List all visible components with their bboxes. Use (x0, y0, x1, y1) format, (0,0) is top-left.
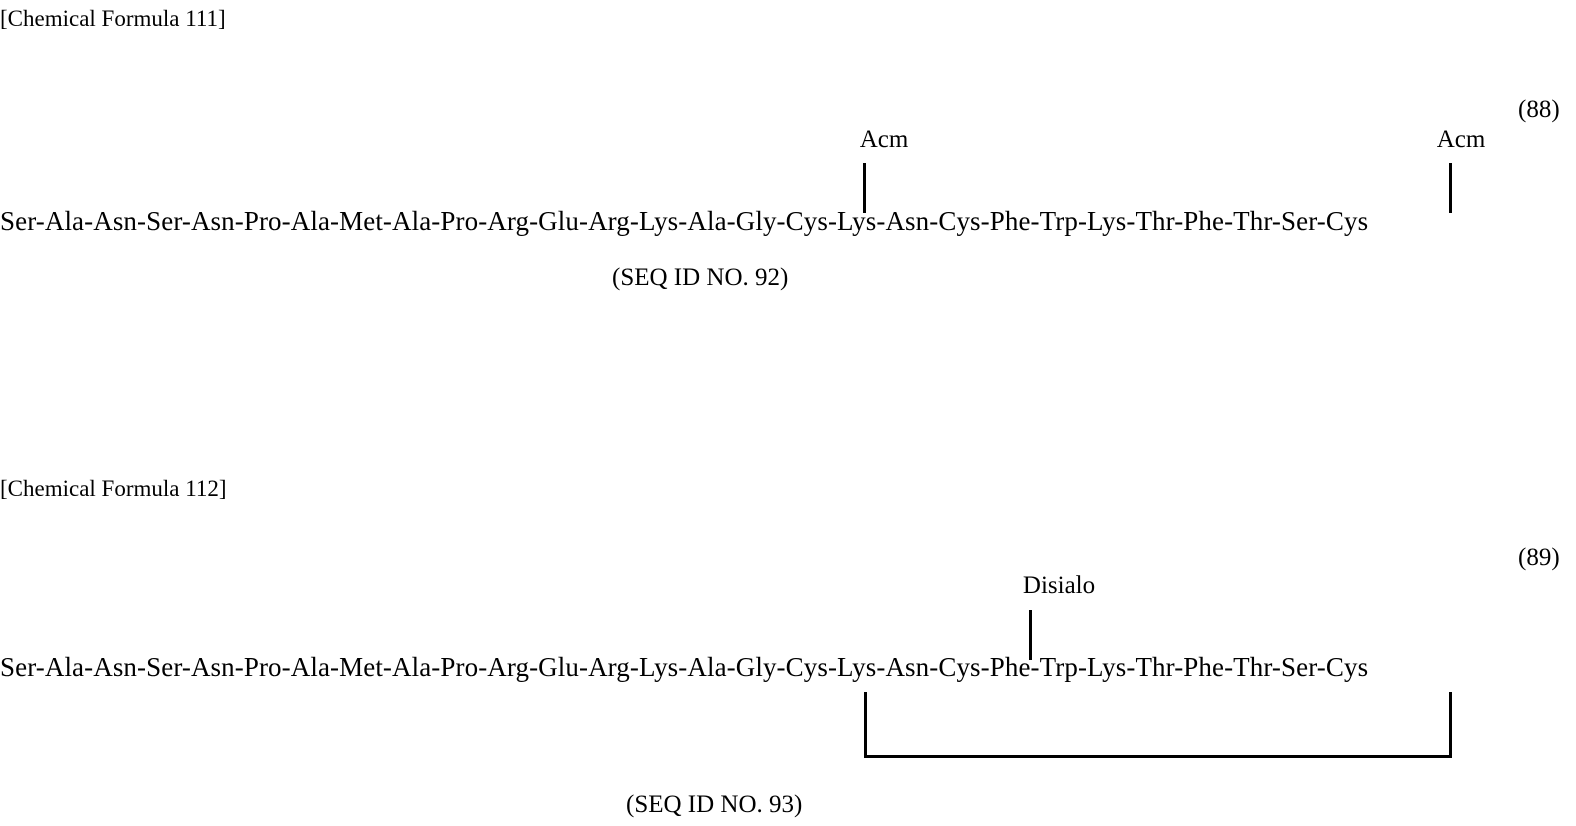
acm-label-cys17: Acm (859, 126, 909, 153)
chemical-formula-112-header: [Chemical Formula 112] (0, 476, 227, 501)
disulfide-bridge-cys17-cys28 (864, 692, 1452, 758)
seq-id-caption-93: (SEQ ID NO. 93) (626, 791, 803, 818)
peptide-sequence-92: Ser-Ala-Asn-Ser-Asn-Pro-Ala-Met-Ala-Pro-… (0, 206, 1369, 236)
peptide-sequence-93: Ser-Ala-Asn-Ser-Asn-Pro-Ala-Met-Ala-Pro-… (0, 652, 1369, 682)
equation-number-89: (89) (1518, 544, 1560, 571)
chemical-formula-111-header: [Chemical Formula 111] (0, 6, 226, 31)
acm-label-cys28: Acm (1436, 126, 1486, 153)
disialo-label-cys20: Disialo (1022, 572, 1096, 599)
acm-connector-cys28 (1449, 163, 1452, 213)
disialo-connector-cys20 (1029, 610, 1032, 660)
seq-id-caption-92: (SEQ ID NO. 92) (612, 264, 789, 291)
acm-connector-cys17 (863, 163, 866, 213)
equation-number-88: (88) (1518, 96, 1560, 123)
